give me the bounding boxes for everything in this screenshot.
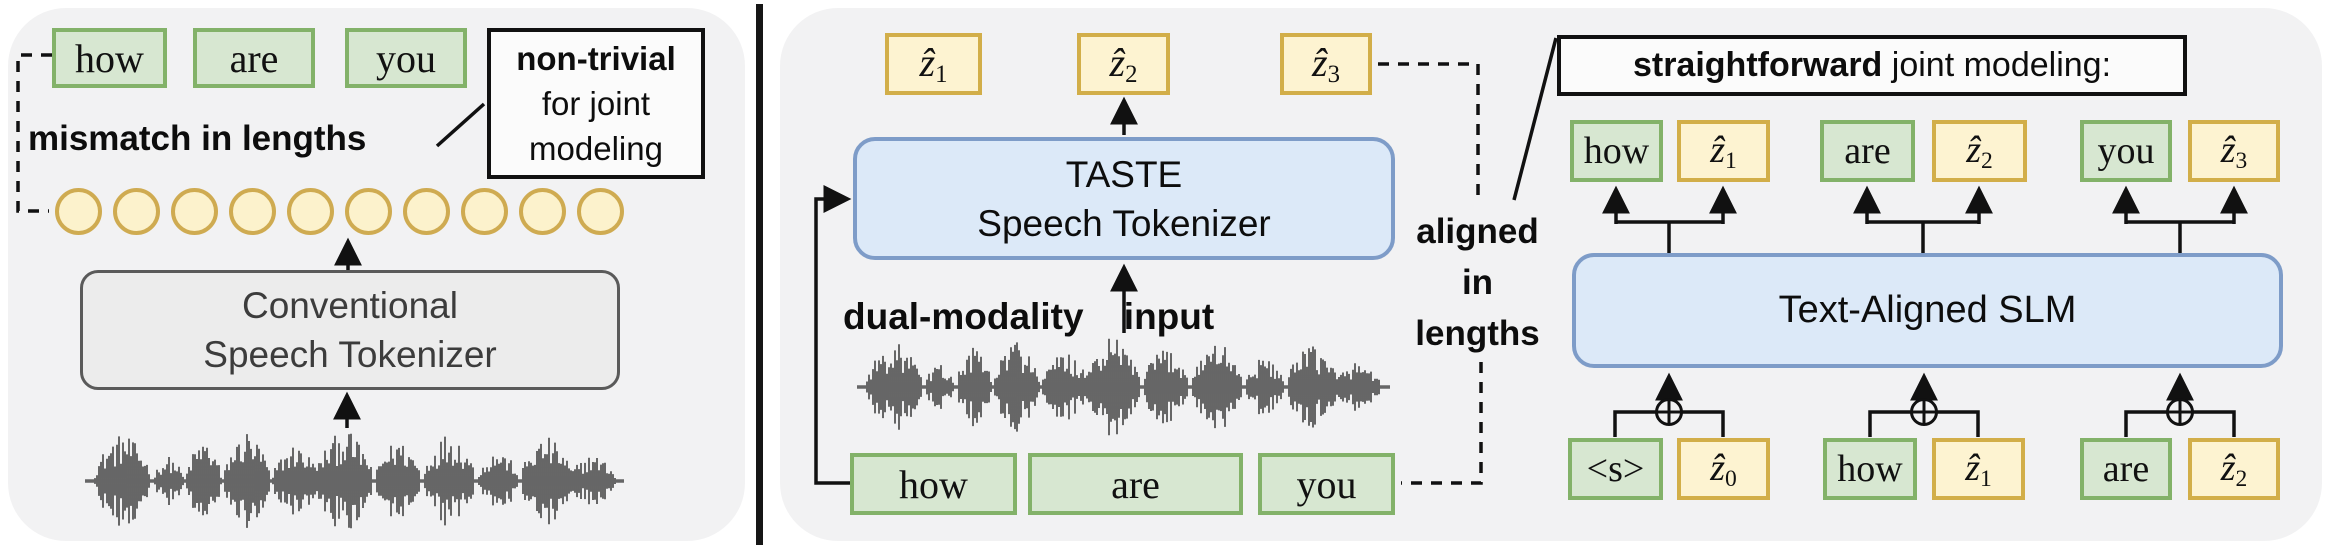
speech-token-circle — [171, 188, 218, 235]
note-line: modeling — [529, 130, 663, 167]
aligned-line: aligned — [1416, 212, 1539, 251]
speech-token-circle — [229, 188, 276, 235]
output-pair-token: ẑ3 — [2188, 120, 2280, 182]
word-label: <s> — [1586, 448, 1645, 490]
left-word-you: you — [345, 28, 467, 88]
aligned-caption: aligned in lengths — [1395, 206, 1560, 359]
token-base: ẑ — [1312, 39, 1328, 85]
context-pair-token: ẑ0 — [1677, 438, 1770, 500]
non-trivial-note-box: non-trivial for joint modeling — [487, 28, 705, 179]
speech-waveform-icon — [857, 338, 1390, 436]
slm-label: Text-Aligned SLM — [1778, 289, 2077, 331]
speech-token-circles — [55, 188, 624, 235]
left-word-are: are — [193, 28, 315, 88]
tokenizer-line: TASTE — [1065, 153, 1183, 195]
output-pair-token: ẑ2 — [1932, 120, 2027, 182]
token-base: ẑ — [1710, 446, 1725, 489]
context-pair-token: ẑ2 — [2188, 438, 2280, 500]
speech-token-circle — [287, 188, 334, 235]
context-pair-word: how — [1823, 438, 1917, 500]
token-base: ẑ — [1710, 128, 1725, 171]
speech-waveform-icon — [85, 433, 624, 529]
tokenizer-line: Speech Tokenizer — [203, 334, 497, 375]
word-label: are — [2102, 448, 2150, 490]
word-label: you — [376, 35, 436, 81]
aligned-line: in — [1461, 263, 1494, 302]
panel-divider — [756, 4, 763, 545]
taste-token-z1: ẑ1 — [885, 33, 982, 95]
speech-token-circle — [577, 188, 624, 235]
word-label: how — [1837, 448, 1903, 490]
context-pair-word: are — [2080, 438, 2172, 500]
word-label: how — [75, 35, 144, 81]
input-word-how: how — [850, 453, 1017, 515]
input-word-are: are — [1028, 453, 1243, 515]
word-label: are — [1111, 461, 1160, 507]
word-label: how — [1583, 130, 1650, 172]
mismatch-caption: mismatch in lengths — [28, 119, 367, 158]
tokenizer-line: Conventional — [242, 285, 458, 326]
left-word-how: how — [52, 28, 167, 88]
text-aligned-slm-box: Text-Aligned SLM — [1572, 253, 2283, 368]
speech-token-circle — [519, 188, 566, 235]
output-pair-word: you — [2080, 120, 2172, 182]
note-line-bold: non-trivial — [516, 40, 676, 77]
note-line: for joint — [541, 85, 651, 122]
output-pair-word: are — [1820, 120, 1915, 182]
token-sub: 1 — [1980, 465, 1992, 492]
speech-token-circle — [461, 188, 508, 235]
output-pair-token: ẑ1 — [1677, 120, 1770, 182]
taste-token-z2: ẑ2 — [1077, 33, 1170, 95]
input-word-you: you — [1258, 453, 1395, 515]
token-base: ẑ — [919, 39, 936, 85]
taste-tokenizer-box: TASTE Speech Tokenizer — [853, 137, 1395, 260]
token-sub: 3 — [2235, 147, 2248, 174]
token-sub: 2 — [1981, 147, 1993, 174]
speech-token-circle — [113, 188, 160, 235]
token-base: ẑ — [2220, 446, 2236, 489]
aligned-line: lengths — [1415, 314, 1540, 353]
token-sub: 1 — [1725, 147, 1737, 174]
token-sub: 3 — [1327, 61, 1340, 89]
token-base: ẑ — [1966, 128, 1981, 171]
speech-token-circle — [345, 188, 392, 235]
word-label: you — [2097, 130, 2155, 172]
speech-token-circle — [55, 188, 102, 235]
straightforward-note-box: straightforward joint modeling: — [1557, 35, 2187, 96]
token-sub: 2 — [2235, 465, 2248, 492]
token-sub: 2 — [1125, 61, 1138, 89]
tokenizer-line: Speech Tokenizer — [977, 202, 1271, 244]
conventional-tokenizer-box: Conventional Speech Tokenizer — [80, 270, 620, 390]
token-sub: 0 — [1725, 465, 1737, 492]
context-pair-token: ẑ1 — [1932, 438, 2025, 500]
token-base: ẑ — [2220, 128, 2236, 171]
dual-modality-caption: dual-modality input — [843, 296, 1215, 337]
context-pair-word: <s> — [1568, 438, 1663, 500]
token-sub: 1 — [935, 61, 948, 89]
speech-token-circle — [403, 188, 450, 235]
note-bold: straightforward — [1632, 46, 1883, 84]
output-pair-word: how — [1570, 120, 1663, 182]
word-label: how — [899, 461, 968, 507]
word-label: are — [229, 35, 279, 81]
word-label: you — [1296, 461, 1357, 507]
taste-token-z3: ẑ3 — [1280, 33, 1372, 95]
token-base: ẑ — [1109, 39, 1126, 85]
note-rest: joint modeling: — [1882, 46, 2112, 84]
word-label: are — [1844, 130, 1891, 172]
token-base: ẑ — [1965, 446, 1980, 489]
